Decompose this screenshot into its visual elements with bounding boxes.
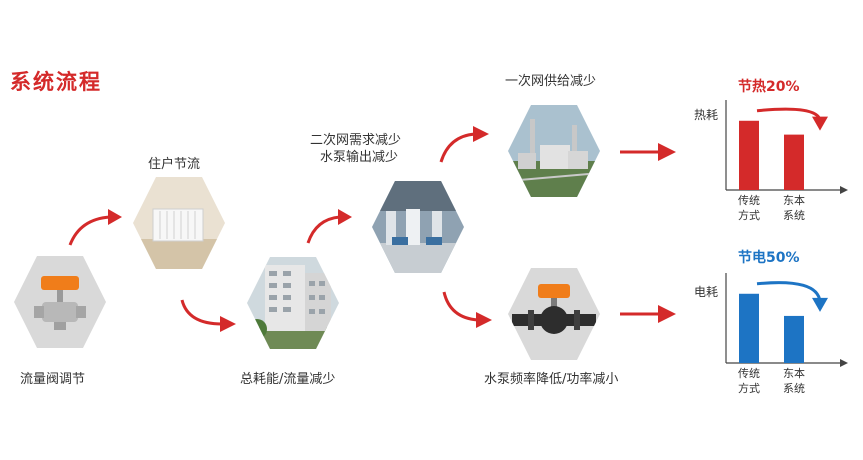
heat-chart-tick-0: 传统 方式: [727, 193, 771, 223]
heat-chart-title: 节热20%: [738, 79, 800, 95]
buildings-image: [247, 257, 339, 349]
power-chart-tick-0-line-2: 方式: [738, 382, 760, 395]
power-chart-trend-arrowhead: [812, 297, 828, 312]
step-label-valve: 流量阀调节: [20, 372, 86, 387]
power-chart-plot: [725, 273, 848, 367]
power-chart-tick-1-line-2: 系统: [783, 382, 805, 395]
heat-chart-bar-0: [739, 120, 759, 190]
power-chart: 节电50% 电耗 传统 方式 东本 系统: [690, 245, 850, 410]
power-chart-x-axis-arrowhead: [840, 359, 848, 367]
step-label-primary: 一次网供给减少: [505, 74, 597, 89]
pump-room-image: [372, 181, 464, 273]
step-label-household: 住户节流: [148, 157, 201, 172]
heat-chart-trend-arrow: [756, 107, 822, 122]
arrow-household-to-total: [178, 298, 240, 338]
arrow-primary-to-heat-chart: [620, 143, 676, 161]
heat-chart: 节热20% 热耗 传统 方式 东本 系统: [690, 72, 850, 237]
arrow-pump-to-power-chart: [620, 305, 676, 323]
heat-chart-tick-1-line-1: 东本: [783, 194, 805, 207]
arrow-total-to-secondary: [304, 205, 356, 247]
heat-chart-trend-arrowhead: [812, 116, 828, 131]
step-label-secondary-1: 二次网需求减少: [310, 133, 402, 148]
page-title: 系统流程: [10, 70, 102, 94]
power-chart-trend-arrow: [756, 281, 822, 303]
power-chart-tick-0: 传统 方式: [727, 366, 771, 396]
power-chart-bar-0: [739, 293, 759, 363]
heat-chart-ylabel: 热耗: [694, 108, 719, 122]
power-chart-tick-0-line-1: 传统: [738, 367, 760, 380]
power-plant-image: [508, 105, 600, 197]
heat-chart-tick-0-line-1: 传统: [738, 194, 760, 207]
arrow-secondary-to-primary: [437, 124, 493, 166]
valve-image: [14, 256, 106, 348]
power-chart-tick-1: 东本 系统: [772, 366, 816, 396]
heat-chart-tick-0-line-2: 方式: [738, 209, 760, 222]
arrow-valve-to-household: [66, 205, 126, 250]
radiator-image: [133, 177, 225, 269]
power-chart-title: 节电50%: [738, 250, 800, 266]
step-label-pump: 水泵频率降低/功率减小: [484, 372, 619, 387]
arrow-secondary-to-pump: [440, 290, 496, 332]
step-label-secondary-2: 水泵输出减少: [320, 150, 399, 165]
heat-chart-bar-1: [784, 134, 804, 190]
heat-chart-plot: [725, 100, 848, 194]
pump-image: [508, 268, 600, 360]
heat-chart-tick-1: 东本 系统: [772, 193, 816, 223]
power-chart-ylabel: 电耗: [694, 285, 719, 299]
heat-chart-tick-1-line-2: 系统: [783, 209, 805, 222]
heat-chart-x-axis-arrowhead: [840, 186, 848, 194]
power-chart-tick-1-line-1: 东本: [783, 367, 805, 380]
step-label-total: 总耗能/流量减少: [240, 372, 336, 387]
power-chart-bar-1: [784, 315, 804, 363]
